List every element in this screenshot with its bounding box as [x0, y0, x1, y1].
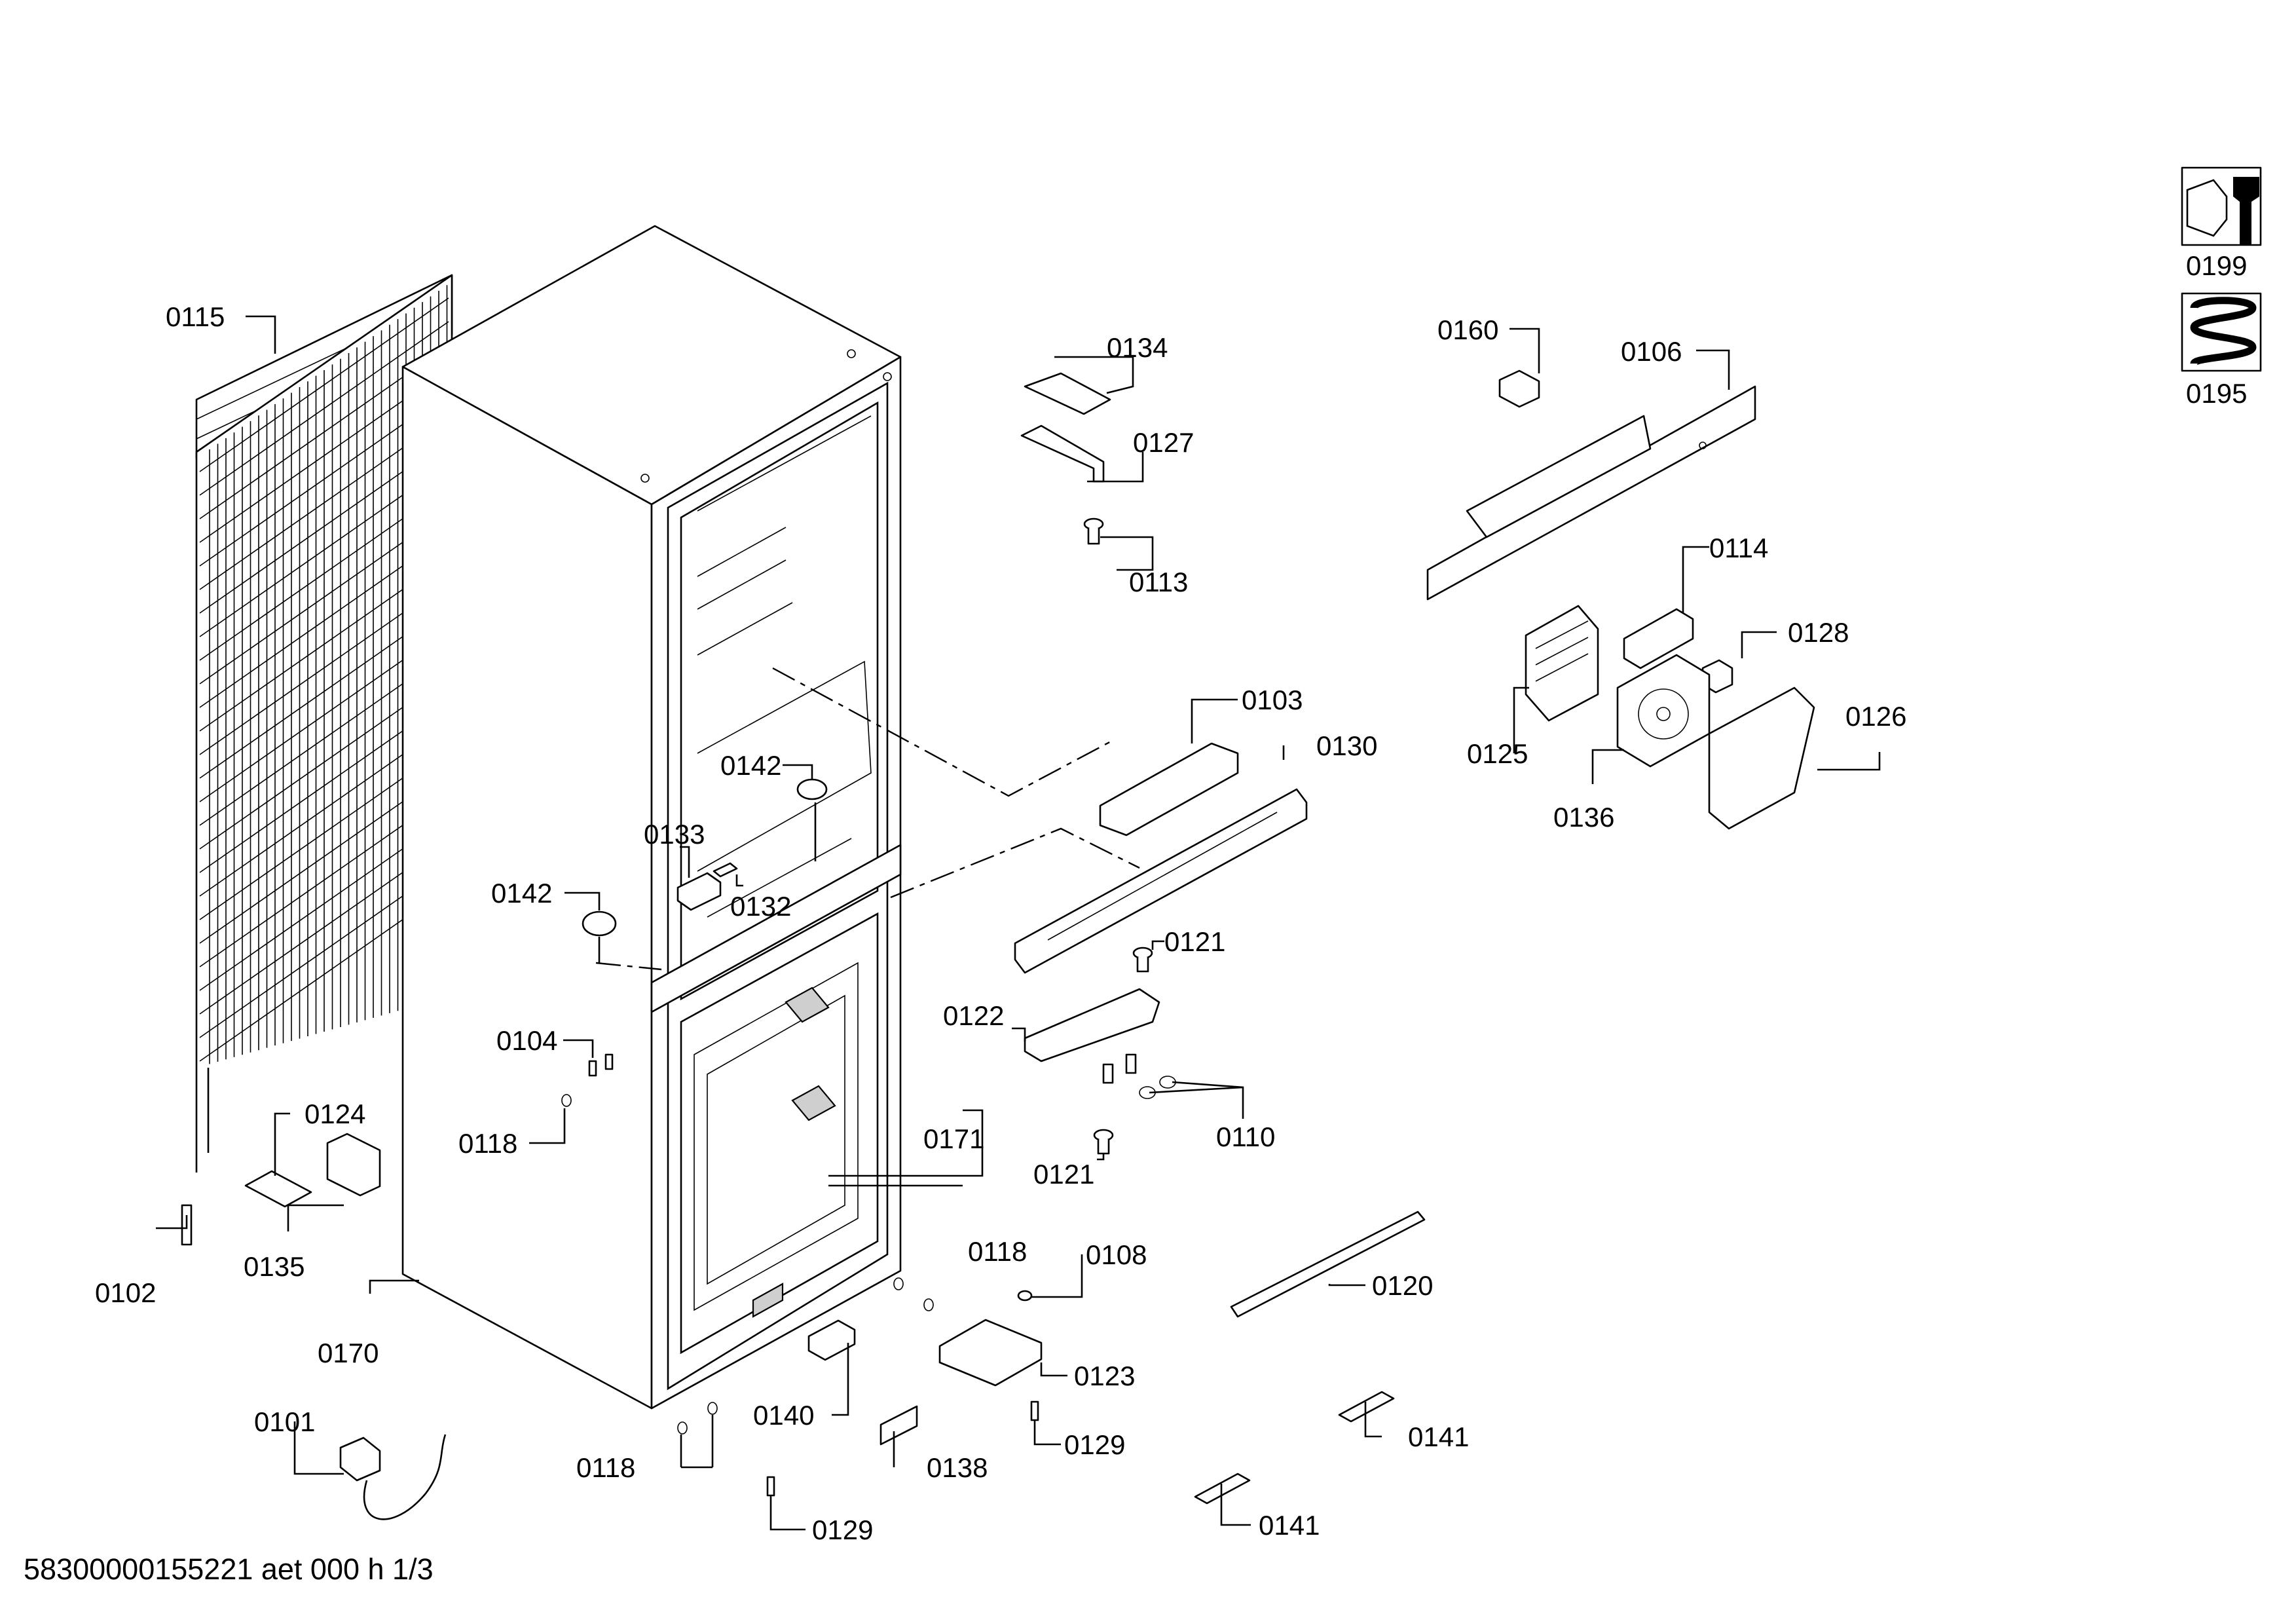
part-0121a [1132, 947, 1153, 973]
label-0140: 0140 [753, 1400, 814, 1431]
label-0118-left: 0118 [458, 1128, 517, 1159]
part-0135 [326, 1133, 381, 1197]
part-0118a [561, 1094, 572, 1107]
label-0121-upper: 0121 [1164, 926, 1225, 957]
part-0141b [1194, 1473, 1251, 1505]
part-0129a [1030, 1400, 1039, 1421]
condenser-coil-0115 [195, 274, 453, 1173]
part-0118b [893, 1277, 904, 1290]
coil-icon [2181, 292, 2262, 372]
cabinet-0170 [401, 225, 902, 1410]
part-0123 [938, 1319, 1043, 1387]
part-0104 [588, 1060, 597, 1077]
part-0106 [1426, 385, 1756, 601]
label-0160: 0160 [1437, 314, 1498, 345]
part-0127 [1020, 424, 1105, 483]
part-0133 [676, 872, 722, 911]
label-0121-lower: 0121 [1033, 1159, 1094, 1190]
label-0142-lower: 0142 [491, 878, 552, 909]
part-0132 [713, 862, 738, 878]
label-0129-bottom: 0129 [812, 1514, 873, 1545]
label-0170: 0170 [318, 1338, 379, 1368]
label-0135: 0135 [244, 1251, 305, 1282]
part-0130 [1014, 788, 1308, 974]
part-0129b [766, 1476, 775, 1497]
label-0128: 0128 [1788, 617, 1849, 648]
label-0114: 0114 [1709, 533, 1768, 563]
label-0110: 0110 [1216, 1121, 1275, 1152]
part-0122 [1024, 988, 1160, 1062]
label-0130: 0130 [1316, 730, 1377, 761]
part-0138 [880, 1405, 918, 1446]
label-0133: 0133 [644, 819, 705, 850]
part-0121b [1093, 1129, 1114, 1155]
label-0122: 0122 [943, 1000, 1004, 1031]
document-id: 58300000155221 aet 000 h 1/3 [24, 1552, 434, 1586]
label-0118-mid: 0118 [968, 1236, 1027, 1267]
label-0127: 0127 [1133, 427, 1194, 458]
part-0126 [1708, 686, 1815, 830]
part-0160 [1498, 369, 1540, 408]
part-0136 [1616, 654, 1711, 768]
part-0103 [1099, 742, 1239, 836]
label-0138: 0138 [927, 1452, 988, 1483]
label-0124: 0124 [305, 1098, 365, 1129]
label-0101: 0101 [254, 1406, 315, 1437]
part-0110 [1102, 1053, 1176, 1099]
label-0199: 0199 [2186, 250, 2247, 281]
label-0136: 0136 [1553, 802, 1614, 833]
label-0125: 0125 [1467, 738, 1528, 769]
part-0124 [244, 1170, 312, 1208]
label-0113: 0113 [1129, 567, 1188, 597]
part-0101-power-cord [339, 1434, 447, 1520]
label-0102: 0102 [95, 1277, 156, 1308]
part-0142b [582, 910, 617, 937]
label-0171: 0171 [923, 1123, 984, 1154]
part-0142a [796, 778, 828, 800]
label-0123: 0123 [1074, 1361, 1135, 1391]
label-0120: 0120 [1372, 1270, 1433, 1301]
label-0132: 0132 [730, 891, 791, 922]
label-0106: 0106 [1621, 336, 1682, 367]
label-0141-bottom: 0141 [1259, 1510, 1320, 1541]
label-0142-upper: 0142 [720, 750, 781, 781]
label-0141-right: 0141 [1408, 1421, 1469, 1452]
wrench-nut-icon [2181, 166, 2262, 246]
part-0113 [1083, 517, 1104, 545]
condenser-tubing [199, 285, 449, 1064]
label-0103: 0103 [1242, 685, 1303, 715]
label-0118-bottom: 0118 [576, 1452, 635, 1483]
part-0125 [1525, 605, 1599, 722]
part-0108 [1017, 1290, 1033, 1302]
part-0120 [1230, 1210, 1426, 1318]
label-0108: 0108 [1086, 1239, 1147, 1270]
label-0126: 0126 [1845, 701, 1906, 732]
label-0129-right: 0129 [1064, 1429, 1125, 1460]
label-0195: 0195 [2186, 378, 2247, 409]
part-0140 [807, 1319, 856, 1361]
part-0134 [1024, 372, 1111, 415]
part-0118c [677, 1421, 688, 1435]
label-0104: 0104 [496, 1025, 557, 1056]
label-0134: 0134 [1107, 332, 1168, 363]
part-0141a [1338, 1391, 1395, 1423]
label-0115: 0115 [166, 301, 225, 332]
part-0114 [1623, 608, 1694, 669]
